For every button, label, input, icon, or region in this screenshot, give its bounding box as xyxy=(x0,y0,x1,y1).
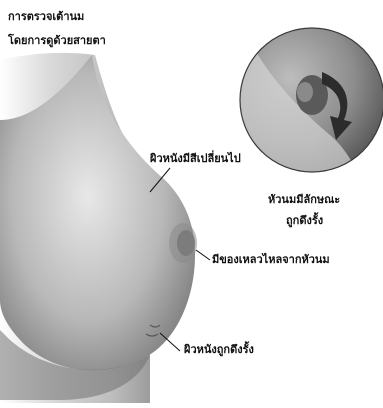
title-line-2: โดยการดูด้วยสายตา xyxy=(8,34,106,48)
label-nipple-change-line-2: ถูกดึงรั้ง xyxy=(286,214,323,228)
title-line-1: การตรวจเต้านม xyxy=(8,10,84,24)
leader-line-discharge xyxy=(196,250,210,260)
nipple-inset xyxy=(240,20,383,180)
label-skin-color-change: ผิวหนังมีสีเปลี่ยนไป xyxy=(150,152,241,166)
label-skin-puckering: ผิวหนังถูกดึงรั้ง xyxy=(184,343,254,357)
areola xyxy=(169,223,197,263)
label-nipple-discharge: มีของเหลวไหลจากหัวนม xyxy=(212,253,330,267)
label-nipple-change-line-1: หัวนมมีลักษณะ xyxy=(268,193,340,207)
